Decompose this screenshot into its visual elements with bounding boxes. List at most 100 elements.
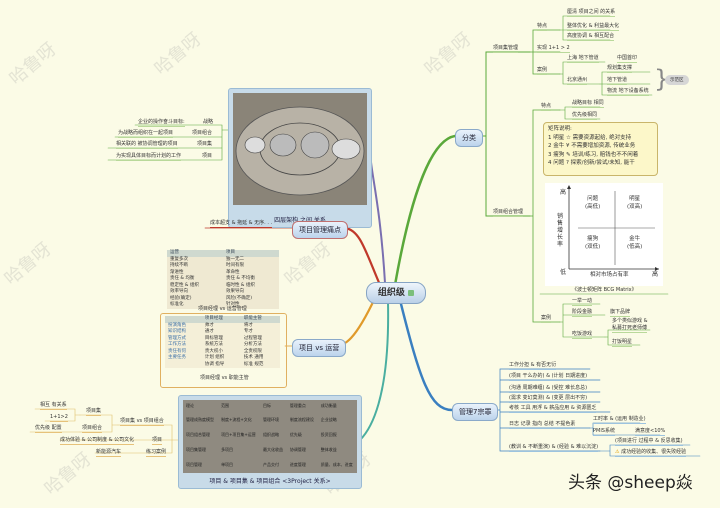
case-note: 打饭明星 [612,339,633,347]
cell: 过程管理 [243,335,262,341]
item-desc: 为实现具体目标而计划的工作 [116,153,182,161]
cell: 目标管理 [204,335,223,341]
matrix-callout: 矩阵说明: 1 明星 ☆ 需要资源起给, 绝对支持 2 金牛 ¥ 不需要增加资源… [543,122,658,176]
cell: 范围 [221,403,230,409]
group-label[interactable]: 项目集 vs 项目组合 [120,418,164,426]
item-term[interactable]: 战略 [203,119,214,125]
cell: 管理成熟度模型 [186,417,214,423]
cell: 渐进性 [170,269,184,275]
quadrant-sub: (双高) [627,204,643,210]
cell: 产品交付 [263,462,280,468]
portfolio-label[interactable]: 项目组合管理 [493,209,524,217]
y-tick-high: 高 [560,189,567,196]
quadrant-dog: 瘦狗 (双低) [585,235,600,251]
project-label[interactable]: 项目 [152,437,163,445]
cell: 项目管理 [186,462,202,468]
cell: 系统方法 [204,342,223,347]
warning-icon: ⚠ [615,449,620,455]
item-term[interactable]: 项目集 [197,141,213,147]
portfolio-label[interactable]: 项目组合 [82,425,103,433]
quadrant-sub: (双低) [585,244,601,250]
central-topic[interactable]: 组织级 [366,282,426,304]
cell: 整体收益 [320,447,337,453]
program-label[interactable]: 项目集管理 [493,45,519,53]
ops-table: 运营项目 重复多次独一无二 持续不断时间有限 渐进性革命性 责任 & 均衡责任 … [167,250,279,309]
cell: 扮演角色 [168,322,186,328]
portfolio-item: 优先级 配置 [35,425,62,433]
cell: 分析方法 [243,342,262,347]
cell: 责任 & 均衡 [170,276,195,281]
sins-node[interactable]: 管理7宗罪 [452,403,499,421]
cell: 项目组合管理 [186,432,210,438]
x-axis-label: 相对市场占有率 [590,272,629,278]
beijing: 北京通州 [567,77,588,85]
cell: 投资回报 [320,432,337,438]
four-layer-photo: 四层架构 之间 关系 [228,88,372,228]
pain-node[interactable]: 项目管理痛点 [292,221,348,239]
table-caption: 项目经理 vs 职能主管 [200,375,249,381]
brace-icon: } [654,65,670,93]
classify-node[interactable]: 分类 [455,129,483,147]
cell: 独一无二 [226,256,244,262]
ops-node[interactable]: 项目 vs 运营 [292,339,347,357]
shanghai-note: 中国首印 [617,55,638,63]
photo-caption: 四层架构 之间 关系 [274,217,326,224]
callout-line: 4 问题 ? 探索/创新/尝试/未知, 能干 [548,160,635,166]
summary-bubble[interactable]: 示范区 [665,75,689,85]
feature: 高度协调 & 相互配合 [567,33,615,41]
case-note: 私募打死老师傅 [612,325,648,333]
item-desc: 企业的操作奋斗目标: [138,119,185,127]
case-desc: 新能源汽车 [96,449,122,457]
case-label: 案例 [541,315,552,323]
quadrant-name: 瘦狗 [587,236,599,242]
cell: 持续不断 [170,263,188,268]
cell: 责任 & 不均衡 [226,276,255,281]
x-tick-high: 高 [652,271,659,278]
y-axis-label: 销售增长率 [557,213,564,248]
header [165,316,202,323]
cell: 将才 [243,322,253,328]
header: 项目经理 [201,316,241,323]
quadrant-sub: (低高) [627,244,643,250]
quadrant-star: 明星 (双高) [627,195,642,211]
table-caption: 项目经理 vs 运营管理 [198,306,247,312]
cell: 针对性 [226,302,240,307]
item-term[interactable]: 项目 [202,153,213,159]
cell: 成功衡量 [320,403,337,409]
cell: 管理重点 [289,403,306,409]
photo-caption: 项目 & 项目集 & 项目组合 <3Project 关系> [209,478,331,485]
cell: 帅才 [204,322,214,328]
cell: 效率导向 [170,289,188,294]
lesson-child: ⚠ 成功经验的收集、很失败经验 [615,449,687,457]
cell: 项目+项目集+运营 [221,432,256,438]
cell: 最大化收益 [263,447,284,453]
four-layer-diagram [233,93,367,205]
cell: 制度+流程+文化 [221,417,252,423]
callout-line: 1 明星 ☆ 需要资源起给, 绝对支持 [548,134,632,141]
cell: 全责权限 [243,348,262,354]
three-project-photo: 理论范围目标管理重点成功衡量 管理成熟度模型制度+流程+文化管理环境制度流程建设… [178,395,362,489]
ops-table2-frame [160,313,287,388]
case-label[interactable]: 练习案例 [146,449,167,457]
cell: 理论 [186,403,194,409]
features-label: 特点 [537,23,548,31]
feature: 战略目标 相同 [572,100,604,108]
quadrant-name: 明星 [629,196,641,202]
header: 职能主管 [240,316,280,323]
y-tick-low: 低 [560,269,567,276]
bcg-matrix: 高 低 高 销售增长率 相对市场占有率 问题(高低) 明星(双高) 瘦狗(双低)… [545,183,663,286]
cell: 企业战略 [320,417,337,423]
shanghai: 上海 地下管道 [567,55,599,63]
set-label[interactable]: 项目集 [86,408,102,416]
callout-line: 3 瘦狗 ✎ 培训/练习, 赔钱也不不闲着 [548,151,639,158]
quadrant-name: 问题 [587,196,599,202]
case: 阶段金融 [572,309,593,317]
bcg-caption: 《波士顿矩阵 BCG Matrix》 [572,287,637,293]
cell: 主要任务 [168,355,186,360]
set-item: 1+1>2 [50,414,68,422]
cell: 工作方法 [168,342,186,347]
sin-item: 工作分担 & 有否无衍 [509,362,557,370]
cell: 多项目 [221,447,234,453]
sin-item: (项目 干么办的) & (计划 日期进度) [509,373,588,381]
item-term[interactable]: 项目组合 [192,130,213,136]
